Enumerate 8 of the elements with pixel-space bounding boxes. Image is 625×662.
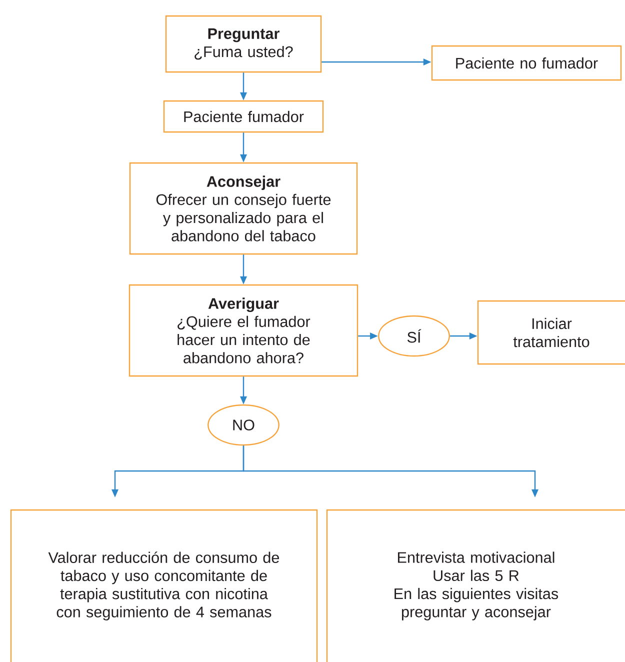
- process-box: Iniciar tratamiento: [477, 300, 625, 365]
- process-box: Aconsejar Ofrecer un consejo fuerte y personalizado para el abandono del tabaco: [129, 162, 358, 255]
- process-box: Paciente fumador: [163, 100, 324, 133]
- process-box: Preguntar ¿Fuma usted?: [165, 15, 322, 73]
- process-box: Paciente no fumador: [431, 45, 622, 81]
- process-box: Entrevista motivacional Usar las 5 R En las siguientes visitas preguntar y aconsejar: [326, 509, 625, 662]
- process-box: Valorar reducción de consumo de tabaco y uso concomitante de terapia sustitutiva con nicotina con seguimiento de 4 semanas: [10, 509, 318, 662]
- process-box: Averiguar ¿Quiere el fumador hacer un intento de abandono ahora?: [128, 284, 358, 377]
